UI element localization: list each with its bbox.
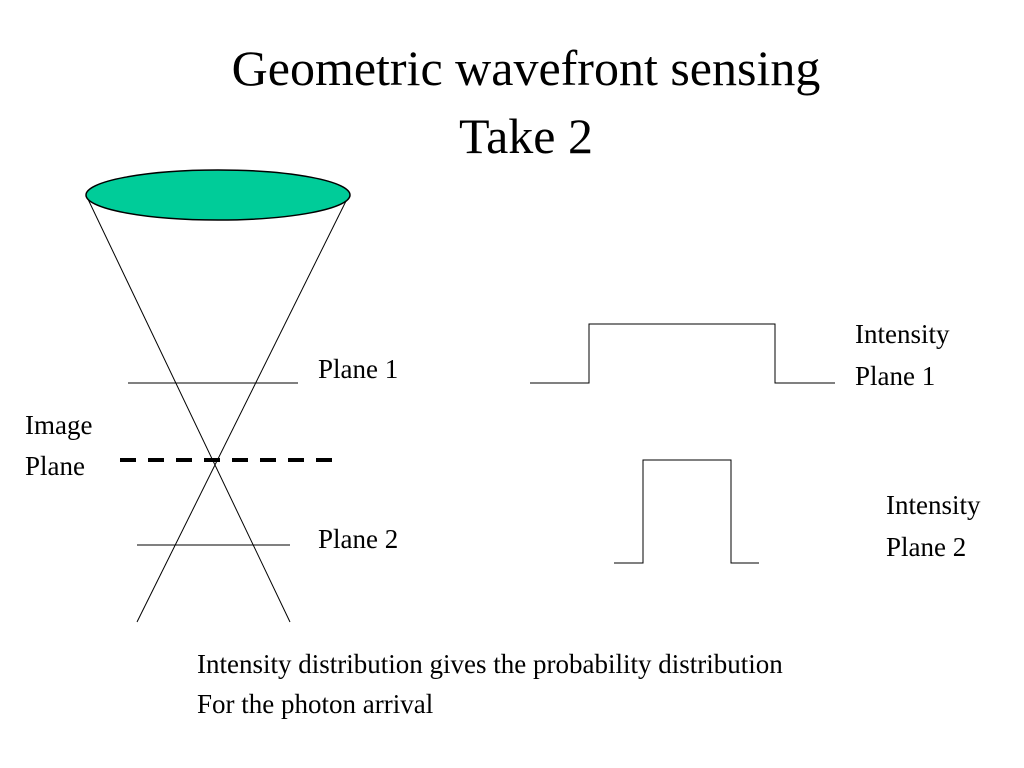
intensity-profile-plane-2 — [614, 459, 759, 564]
image-plane-label-line1: Image — [25, 410, 93, 440]
caption-line2: For the photon arrival — [197, 689, 434, 719]
beam-ray-right — [136, 194, 350, 623]
intensity-plane-1-label-line1: Intensity — [855, 319, 950, 349]
intensity-plane-2-label-line2: Plane 2 — [886, 532, 967, 562]
slide-title-line2: Take 2 — [459, 108, 593, 164]
intensity-plane-1-label-line2: Plane 1 — [855, 361, 936, 391]
plane-1-label: Plane 1 — [318, 354, 399, 384]
image-plane-label-line2: Plane — [25, 451, 85, 481]
slide-title-line1: Geometric wavefront sensing — [231, 40, 821, 96]
intensity-profile-plane-1 — [530, 323, 835, 384]
lens-ellipse — [85, 169, 351, 221]
intensity-plane-2-label-line1: Intensity — [886, 490, 981, 520]
beam-ray-left — [85, 194, 291, 623]
caption-line1: Intensity distribution gives the probabi… — [197, 649, 783, 679]
plane-2-label: Plane 2 — [318, 524, 399, 554]
